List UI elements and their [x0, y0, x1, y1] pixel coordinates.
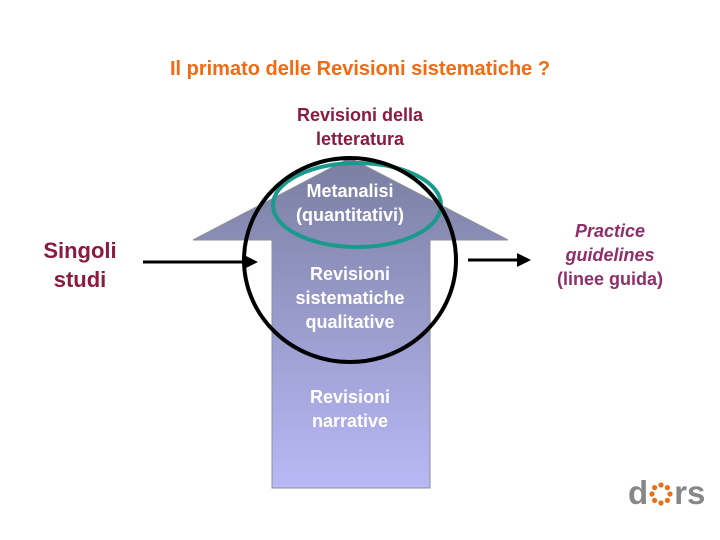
logo-letter-d: d — [628, 474, 649, 511]
level-revisioni-narrative: Revisioni narrative — [250, 385, 450, 433]
right-label-line-2: guidelines — [565, 245, 655, 265]
top-label-line-1: Revisioni della — [296, 105, 424, 125]
level-narrative-line-1: Revisioni — [309, 387, 391, 407]
level-sistematiche-line-2: sistematiche — [295, 288, 405, 308]
level-sistematiche-line-3: qualitative — [305, 312, 395, 332]
level-metanalisi-line-1: Metanalisi — [306, 181, 394, 201]
logo-dots-icon — [649, 482, 673, 506]
left-label-line-2: studi — [53, 267, 107, 292]
level-revisioni-sistematiche: Revisioni sistematiche qualitative — [250, 262, 450, 334]
dors-logo: d rs — [628, 474, 705, 512]
top-label-line-2: letteratura — [315, 129, 405, 149]
right-arrow — [468, 253, 531, 267]
level-metanalisi-line-2: (quantitativi) — [296, 205, 404, 225]
big-up-arrow — [192, 157, 509, 489]
level-metanalisi: Metanalisi (quantitativi) — [250, 179, 450, 227]
level-sistematiche-line-1: Revisioni — [309, 264, 391, 284]
logo-letters-rs: rs — [674, 474, 706, 511]
level-narrative-line-2: narrative — [311, 411, 389, 431]
right-label: Practice guidelines (linee guida) — [540, 219, 680, 291]
left-label-line-1: Singoli — [43, 238, 117, 263]
top-label: Revisioni della letteratura — [240, 103, 480, 151]
page-title: Il primato delle Revisioni sistematiche … — [169, 58, 551, 80]
left-label: Singoli studi — [20, 236, 140, 294]
left-arrow — [143, 255, 258, 269]
logo-dots-svg — [649, 482, 673, 506]
right-label-line-3: (linee guida) — [556, 269, 663, 289]
right-label-line-1: Practice — [574, 221, 646, 241]
